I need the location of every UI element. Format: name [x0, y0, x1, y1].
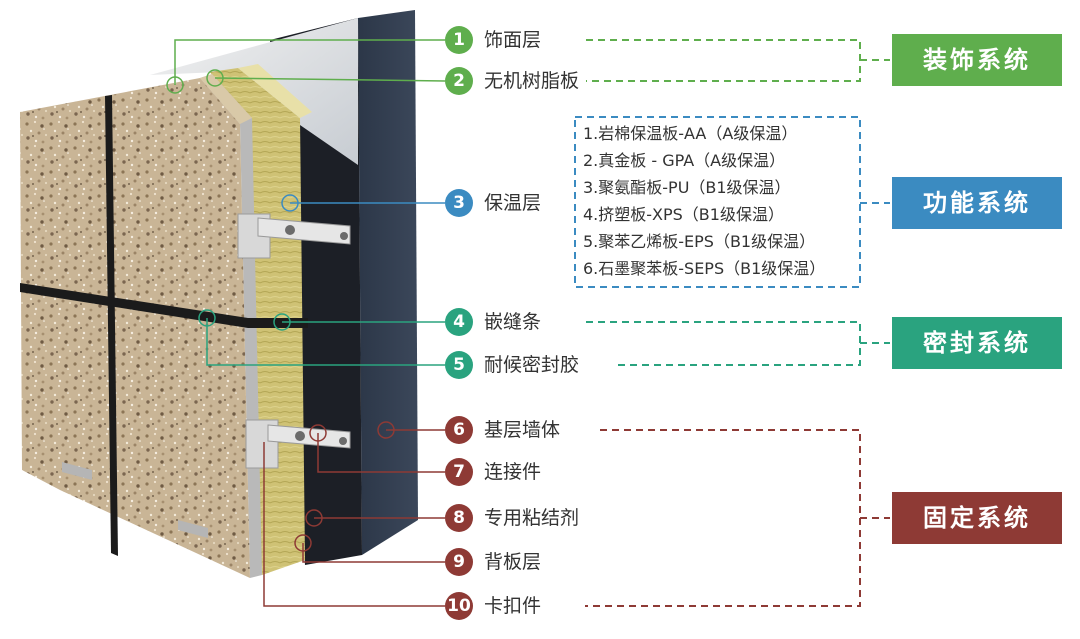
sealant-strip	[248, 318, 308, 328]
component-label-2: 无机树脂板	[484, 70, 580, 92]
component-label-10: 卡扣件	[484, 595, 542, 617]
material-item: 2.真金板 - GPA（A级保温）	[583, 151, 786, 170]
component-label-6: 基层墙体	[484, 419, 561, 441]
component-number-2: 2	[445, 67, 473, 95]
material-item: 3.聚氨酯板-PU（B1级保温）	[583, 178, 791, 197]
component-label-3: 保温层	[484, 192, 542, 214]
component-number-10: 10	[445, 592, 473, 620]
component-number-6: 6	[445, 416, 473, 444]
component-number-9: 9	[445, 548, 473, 576]
component-number-3: 3	[445, 189, 473, 217]
component-label-7: 连接件	[484, 461, 542, 483]
system-brackets	[574, 39, 890, 607]
material-item: 5.聚苯乙烯板-EPS（B1级保温）	[583, 232, 816, 251]
component-number-1: 1	[445, 26, 473, 54]
clip-bottom-mid	[178, 520, 208, 538]
connector-lower	[245, 419, 351, 469]
component-number-4: 4	[445, 308, 473, 336]
connector-upper	[237, 213, 351, 259]
system-box-fixing: 固定系统	[892, 492, 1062, 544]
system-box-decoration: 装饰系统	[892, 34, 1062, 86]
component-number-7: 7	[445, 458, 473, 486]
system-box-function: 功能系统	[892, 177, 1062, 229]
material-item: 4.挤塑板-XPS（B1级保温）	[583, 205, 784, 224]
system-box-sealing: 密封系统	[892, 317, 1062, 369]
component-label-1: 饰面层	[484, 29, 542, 51]
backing-board-edge	[200, 74, 262, 578]
component-number-5: 5	[445, 351, 473, 379]
component-label-5: 耐候密封胶	[484, 354, 580, 376]
facade-panels	[20, 74, 252, 578]
component-label-4: 嵌缝条	[484, 311, 542, 333]
material-item: 1.岩棉保温板-AA（A级保温）	[583, 124, 798, 143]
component-label-9: 背板层	[484, 551, 542, 573]
material-item: 6.石墨聚苯板-SEPS（B1级保温）	[583, 259, 826, 278]
leader-lines	[166, 39, 446, 607]
component-label-8: 专用粘结剂	[484, 507, 580, 529]
clip-bottom-left	[62, 462, 92, 480]
component-number-8: 8	[445, 504, 473, 532]
